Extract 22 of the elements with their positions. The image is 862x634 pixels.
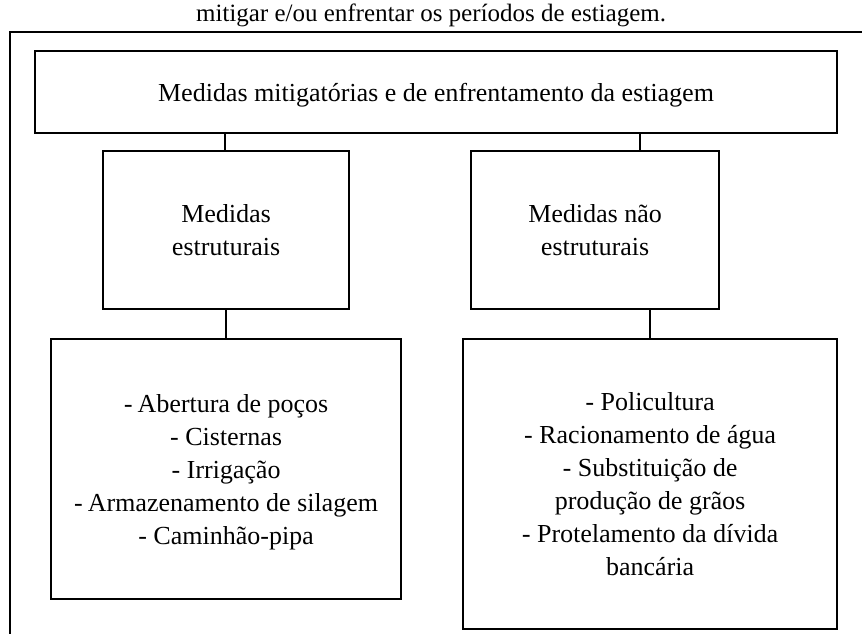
text-box: [470, 150, 720, 310]
node-text: - Abertura de poços: [124, 388, 328, 420]
node-text: - Irrigação: [172, 454, 280, 486]
text-box: [34, 50, 838, 134]
node-text: - Substituição de produção de grãos: [554, 452, 746, 517]
node-text: - Armazenamento de silagem: [74, 486, 378, 518]
node-text: - Racionamento de água: [524, 419, 776, 451]
node-text: - Caminhão-pipa: [138, 520, 314, 552]
node-text: Medidas não estruturais: [527, 198, 663, 263]
node-text: - Policultura: [585, 386, 715, 418]
text-box: [50, 338, 402, 600]
text-box: [462, 338, 838, 630]
connector-line: [224, 134, 226, 150]
connector-line: [649, 310, 651, 338]
caption-text: mitigar e/ou enfrentar os períodos de estiagem.: [195, 0, 667, 28]
node-text: - Protelamento da dívida bancária: [520, 518, 780, 583]
node-text: - Cisternas: [170, 420, 282, 452]
node-text: Medidas estruturais: [170, 198, 282, 263]
node-text: Medidas mitigatórias e de enfrentamento da estiagem: [158, 76, 714, 108]
text-box: [102, 150, 350, 310]
connector-line: [639, 134, 641, 150]
connector-line: [225, 310, 227, 338]
